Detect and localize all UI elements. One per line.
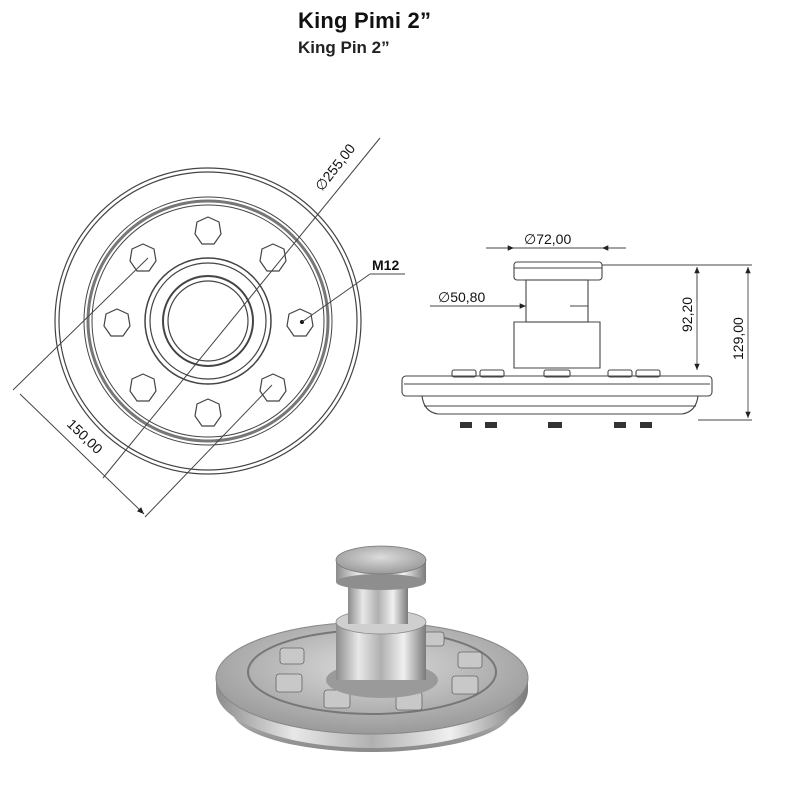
dim-bolt-circle: 150,00 — [64, 416, 106, 457]
dim-head-diameter: ∅72,00 — [524, 231, 571, 247]
dim-total-height: 129,00 — [730, 317, 746, 360]
bolt-hexes — [103, 216, 314, 427]
dim-pin-diameter: ∅50,80 — [438, 289, 485, 305]
side-view — [401, 245, 752, 428]
page-subtitle: King Pin 2” — [298, 38, 390, 57]
page-title: King Pimi 2” — [298, 8, 432, 33]
render-view — [215, 545, 529, 752]
top-view — [12, 137, 405, 518]
dim-bolt-thread: M12 — [372, 257, 399, 273]
dim-outer-diameter: ∅255,00 — [312, 140, 359, 193]
dim-pin-height: 92,20 — [679, 297, 695, 332]
